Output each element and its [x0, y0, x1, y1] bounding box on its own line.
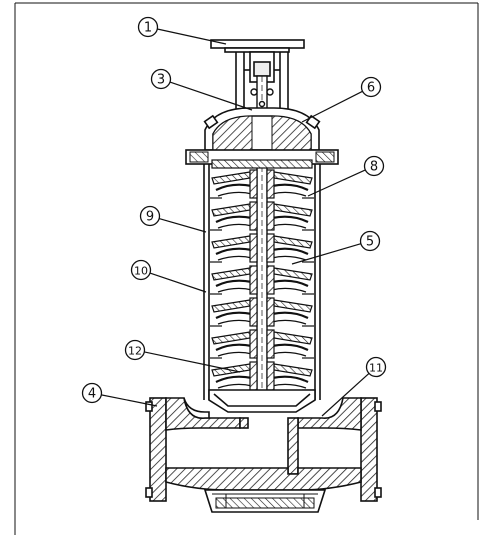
- pump-stage: [210, 329, 314, 359]
- callout-4: 4: [81, 382, 158, 407]
- frame: [14, 2, 479, 535]
- outer-sleeve: [203, 164, 321, 400]
- callout-circle: [137, 16, 159, 38]
- callout-number: 1: [144, 21, 152, 36]
- callout-leader-line: [149, 272, 207, 293]
- pump-stage: [210, 233, 314, 263]
- callout-leader-line: [321, 372, 370, 417]
- callout-6: 6: [301, 76, 382, 123]
- callout-number: 3: [157, 73, 165, 88]
- callout-leader-line: [301, 90, 363, 123]
- callout-12: 12: [124, 339, 241, 373]
- pump-base: [145, 397, 382, 513]
- pump-stage: [210, 265, 314, 295]
- stage-header: [211, 159, 313, 169]
- callout-leader-line: [169, 81, 253, 111]
- lower-bowl: [208, 389, 316, 413]
- callout-circle: [365, 356, 387, 378]
- pump-stage: [210, 169, 314, 199]
- callout-5: 5: [291, 230, 381, 265]
- callout-number: 10: [134, 265, 148, 278]
- pump-stage: [210, 201, 314, 231]
- callout-circle: [124, 339, 146, 361]
- callout-circle: [139, 205, 161, 227]
- callout-number: 11: [369, 362, 383, 375]
- callout-3: 3: [150, 68, 253, 111]
- head-cover: [185, 107, 339, 165]
- callout-8: 8: [307, 155, 385, 197]
- callout-1: 1: [137, 16, 227, 45]
- callout-number: 6: [367, 81, 375, 96]
- callout-11: 11: [321, 356, 387, 417]
- callout-leader-line: [307, 169, 366, 197]
- callout-circle: [150, 68, 172, 90]
- callout-leader-line: [291, 243, 362, 265]
- callout-number: 9: [146, 210, 154, 225]
- callout-circle: [359, 230, 381, 252]
- callout-leader-line: [144, 351, 241, 373]
- callout-leader-line: [101, 394, 158, 407]
- callout-circle: [363, 155, 385, 177]
- callout-number: 5: [366, 235, 374, 250]
- callout-leader-line: [157, 28, 227, 45]
- callout-circle: [81, 382, 103, 404]
- callout-number: 8: [370, 160, 378, 175]
- callout-9: 9: [139, 205, 207, 233]
- callout-number: 4: [88, 387, 96, 402]
- callout-circle: [130, 259, 152, 281]
- callouts: 1 3 6 8 9 5 10 12 11 4: [81, 16, 387, 417]
- callout-leader-line: [158, 218, 207, 233]
- callout-circle: [360, 76, 382, 98]
- pump-stage: [210, 297, 314, 327]
- callout-number: 12: [128, 345, 142, 358]
- callout-10: 10: [130, 259, 207, 293]
